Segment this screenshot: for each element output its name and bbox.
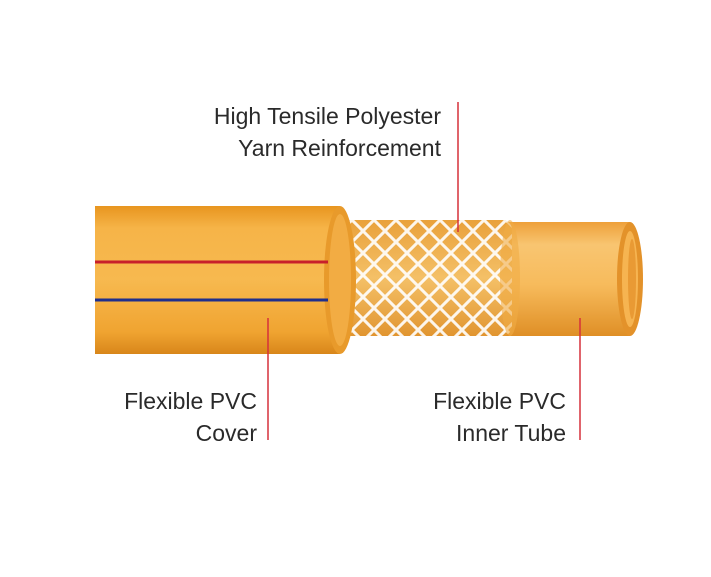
inner-tube-label: Flexible PVC Inner Tube [433, 385, 566, 449]
pvc-cover-label: Flexible PVC Cover [124, 385, 257, 449]
yarn-label-line2: Yarn Reinforcement [238, 135, 441, 161]
yarn-reinforcement [330, 220, 520, 336]
cover-label-line2: Cover [195, 420, 257, 446]
inner-label-line2: Inner Tube [456, 420, 566, 446]
cover-label-line1: Flexible PVC [124, 388, 257, 414]
inner-label-line1: Flexible PVC [433, 388, 566, 414]
pvc-cover [95, 206, 356, 354]
yarn-reinforcement-label: High Tensile Polyester Yarn Reinforcemen… [214, 100, 441, 164]
yarn-label-line1: High Tensile Polyester [213, 103, 441, 129]
